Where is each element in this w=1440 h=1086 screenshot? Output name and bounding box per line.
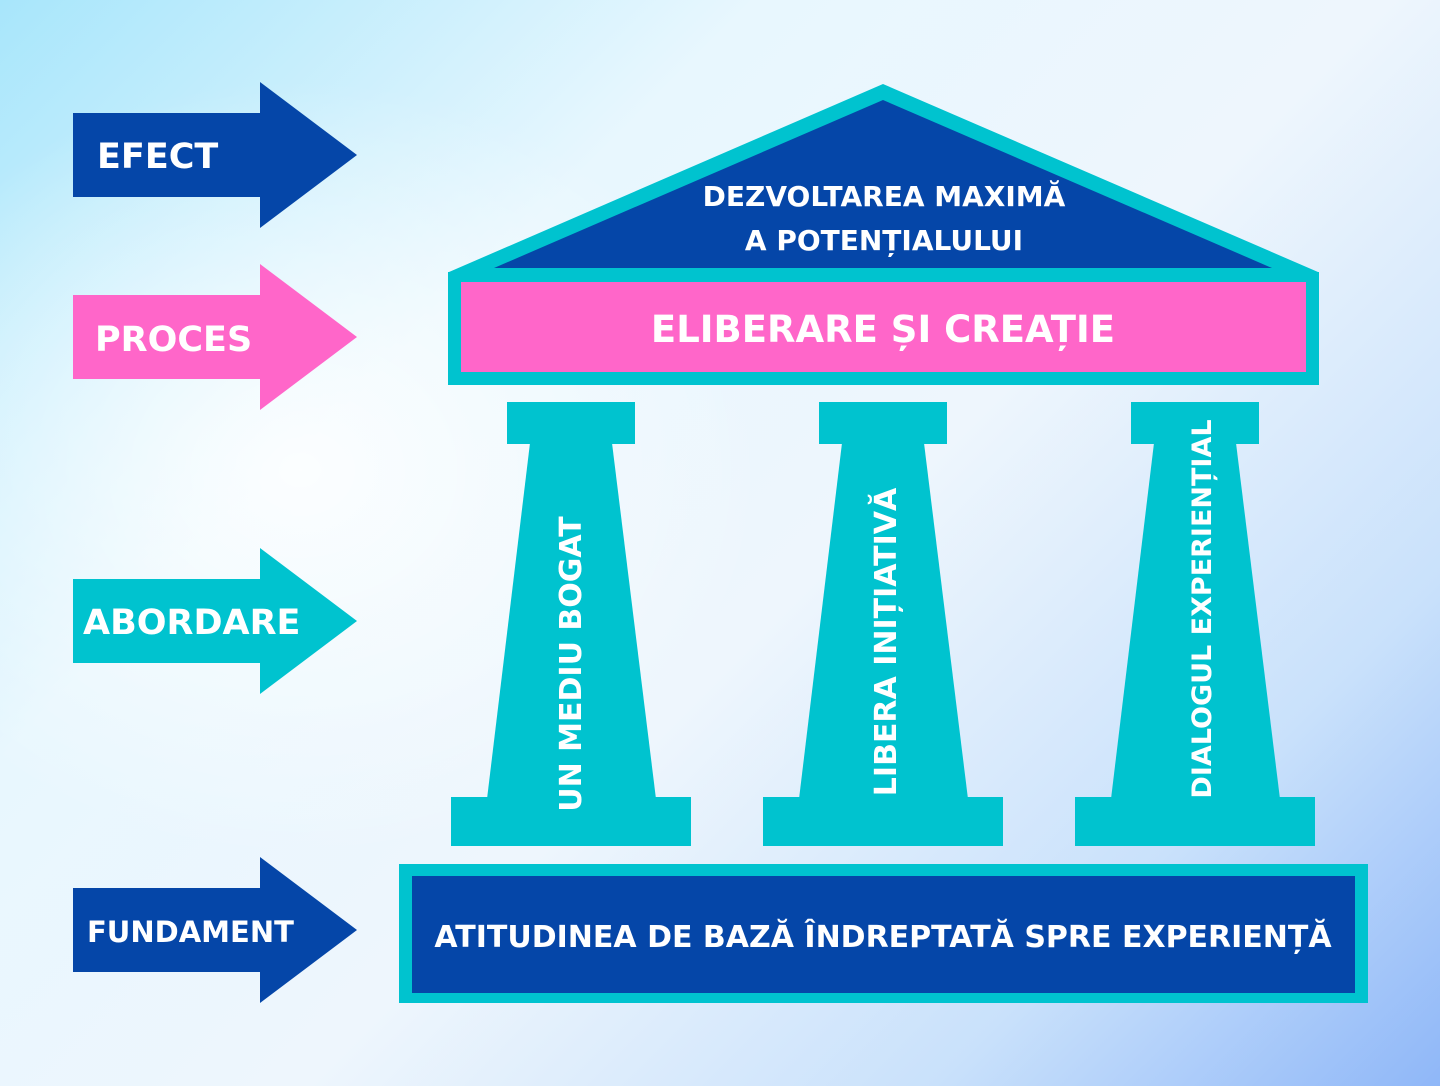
pillar-3-capital (1131, 402, 1259, 444)
pillar-1-capital (507, 402, 635, 444)
arrow-abordare-label: ABORDARE (83, 603, 300, 643)
pillar-2: LIBERA INIȚIATIVĂ (763, 402, 1003, 846)
pillar-3-label: DIALOGUL EXPERIENȚIAL (1187, 419, 1218, 798)
pillar-2-capital (819, 402, 947, 444)
arrow-efect-label: EFECT (97, 137, 218, 177)
pillar-3-shaft (1111, 443, 1280, 799)
pillar-2-label: LIBERA INIȚIATIVĂ (867, 487, 904, 796)
temple-roof: DEZVOLTAREA MAXIMĂ A POTENȚIALULUI (449, 84, 1318, 272)
arrow-abordare-shape (73, 548, 357, 694)
temple-foundation: ATITUDINEA DE BAZĂ ÎNDREPTATĂ SPRE EXPER… (399, 864, 1368, 1003)
roof-line-2: A POTENȚIALULUI (745, 224, 1023, 257)
temple-beam: ELIBERARE ȘI CREAȚIE (448, 272, 1319, 385)
arrow-efect: EFECT (73, 82, 357, 228)
foundation-label: ATITUDINEA DE BAZĂ ÎNDREPTATĂ SPRE EXPER… (434, 918, 1332, 955)
pillar-3: DIALOGUL EXPERIENȚIAL (1075, 402, 1315, 846)
beam-fill (461, 282, 1306, 372)
pillar-2-shaft (799, 443, 968, 799)
pillar-1-shaft (487, 443, 656, 799)
arrow-fundament: FUNDAMENT (73, 857, 357, 1003)
pillar-3-base (1075, 797, 1315, 846)
arrow-proces-shape (73, 264, 357, 410)
arrow-abordare: ABORDARE (73, 548, 357, 694)
arrow-efect-shape (73, 82, 357, 228)
roof-fill (494, 100, 1272, 268)
pillar-1-base (451, 797, 691, 846)
pillar-1-label: UN MEDIU BOGAT (554, 516, 589, 812)
arrow-proces: PROCES (73, 264, 357, 410)
arrow-fundament-label: FUNDAMENT (87, 915, 294, 949)
pillar-1: UN MEDIU BOGAT (451, 402, 691, 846)
foundation-fill (412, 876, 1355, 993)
arrow-fundament-shape (73, 857, 357, 1003)
roof-line-1: DEZVOLTAREA MAXIMĂ (703, 179, 1066, 213)
arrow-proces-label: PROCES (95, 320, 252, 360)
pillar-2-base (763, 797, 1003, 846)
beam-label: ELIBERARE ȘI CREAȚIE (651, 308, 1115, 351)
